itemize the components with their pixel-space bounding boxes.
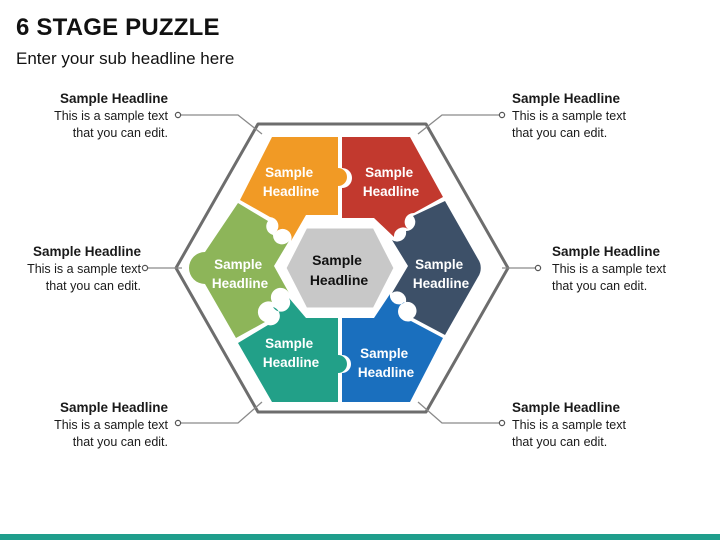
connector-bottom-left [178,401,263,424]
callout-top-left: Sample Headline This is a sample text th… [18,90,168,142]
footer-accent-bar [0,534,720,540]
callout-bottom-left: Sample Headline This is a sample text th… [18,399,168,451]
puzzle-piece-bottom-left[interactable] [238,298,347,402]
callout-text-line: that you can edit. [72,126,168,140]
puzzle-piece-right[interactable] [392,201,481,335]
connector-bottom-right [417,401,502,424]
piece-label-left: Sample Headline [212,257,269,291]
callout-headline: Sample Headline [32,244,141,259]
callout-top-right: Sample Headline This is a sample text th… [512,90,662,142]
connector-lines [145,114,538,424]
page-subtitle: Enter your sub headline here [16,49,235,68]
callout-bottom-right: Sample Headline This is a sample text th… [512,399,662,451]
center-label: Sample Headline [310,252,369,288]
callout-headline: Sample Headline [552,244,661,259]
page-title: 6 STAGE PUZZLE [16,14,220,41]
callout-text-line: This is a sample text [27,262,141,276]
piece-label-bottom-left: Sample Headline [263,336,320,370]
connector-top-right [417,114,502,135]
callout-headline: Sample Headline [512,91,621,106]
callout-text-line: This is a sample text [512,109,626,123]
callout-headline: Sample Headline [59,400,168,415]
piece-label-top-left: Sample Headline [263,165,320,199]
callout-headline: Sample Headline [512,400,621,415]
callout-text-line: This is a sample text [512,418,626,432]
puzzle-piece-bottom-right[interactable] [342,294,443,402]
callout-text-line: that you can edit. [512,126,608,140]
callout-text-line: This is a sample text [552,262,666,276]
callout-text-line: that you can edit. [552,279,648,293]
center-hexagon[interactable] [283,225,397,311]
piece-label-right: Sample Headline [413,257,470,291]
connector-top-left [178,114,263,135]
puzzle-piece-top-left[interactable] [240,137,347,241]
puzzle-piece-top-right[interactable] [342,137,443,237]
callout-text-line: This is a sample text [54,418,168,432]
piece-label-bottom-right: Sample Headline [358,346,415,380]
callout-mid-right: Sample Headline This is a sample text th… [552,243,702,295]
callout-headline: Sample Headline [59,91,168,106]
callout-text-line: that you can edit. [45,279,141,293]
callout-text-line: that you can edit. [72,435,168,449]
puzzle-piece-left[interactable] [189,203,289,338]
callout-text-line: This is a sample text [54,109,168,123]
callout-mid-left: Sample Headline This is a sample text th… [0,243,141,295]
connector-dots [141,111,542,427]
piece-label-top-right: Sample Headline [363,165,420,199]
callout-text-line: that you can edit. [512,435,608,449]
